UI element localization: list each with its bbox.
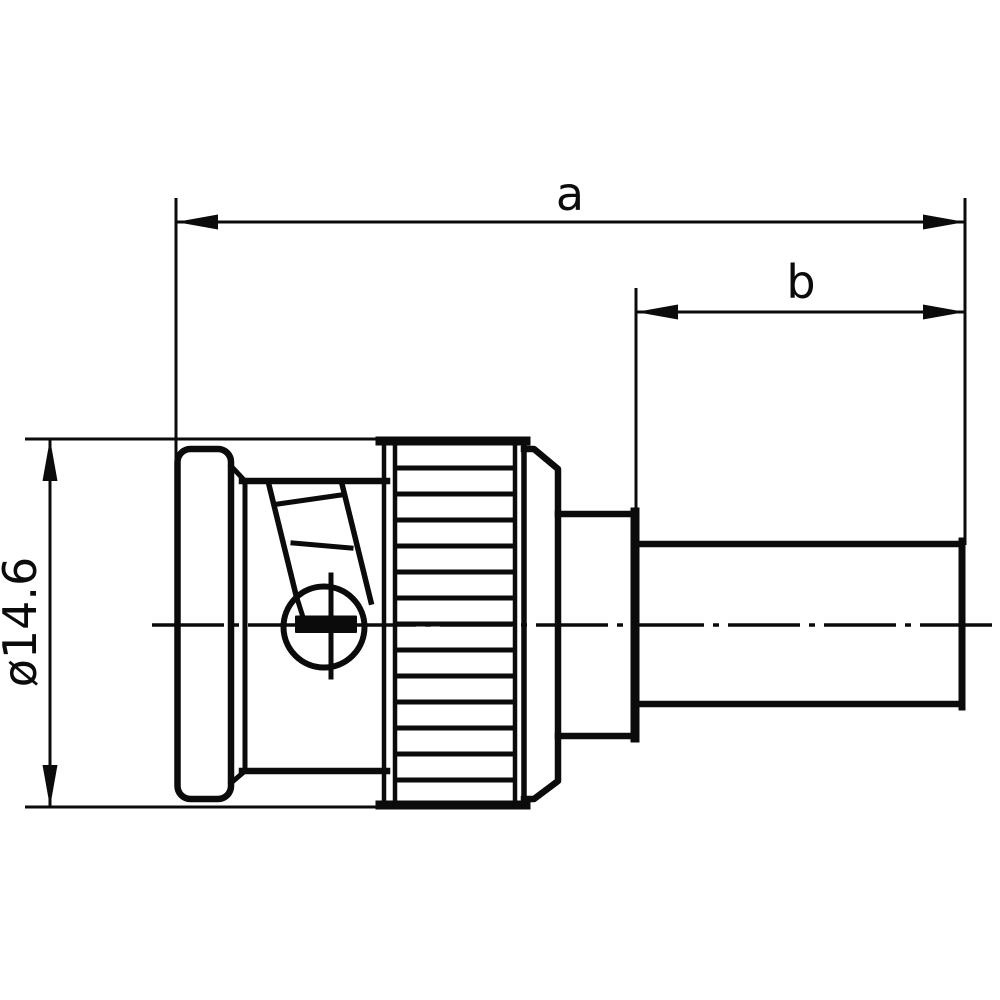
dimension-diameter-label: ø14.6 [0, 557, 47, 688]
rear-body-step [554, 507, 640, 743]
bayonet-groove [265, 480, 375, 680]
cable-sleeve [636, 537, 966, 711]
bayonet-groove-edge-right [338, 480, 375, 606]
dimension-b: b [636, 255, 965, 320]
knurled-coupling-nut [375, 436, 562, 810]
bayonet-pin-bar [295, 615, 357, 633]
bayonet-groove-step-upper [275, 492, 344, 507]
dimension-a-arrow-right [923, 214, 965, 230]
connector-outline [174, 436, 966, 810]
dimension-a-arrow-left [176, 214, 218, 230]
dimension-b-arrow-right [923, 304, 965, 320]
dimension-a-label: a [556, 167, 584, 221]
knurl-ribs [394, 465, 516, 783]
extension-lines [25, 198, 967, 809]
dimension-a: a [176, 167, 965, 230]
bayonet-groove-edge-left [265, 481, 300, 599]
front-flange [174, 445, 235, 803]
knurl-rear-cap [520, 445, 562, 803]
dimension-diameter-arrow-top [42, 439, 58, 481]
bayonet-pin-circle [280, 583, 368, 671]
dimension-diameter: ø14.6 [0, 439, 58, 807]
dimension-diameter-arrow-bottom [42, 765, 58, 807]
bayonet-groove-step-lower [290, 540, 354, 551]
dimension-b-arrow-left [636, 304, 678, 320]
dimension-b-label: b [786, 255, 815, 309]
